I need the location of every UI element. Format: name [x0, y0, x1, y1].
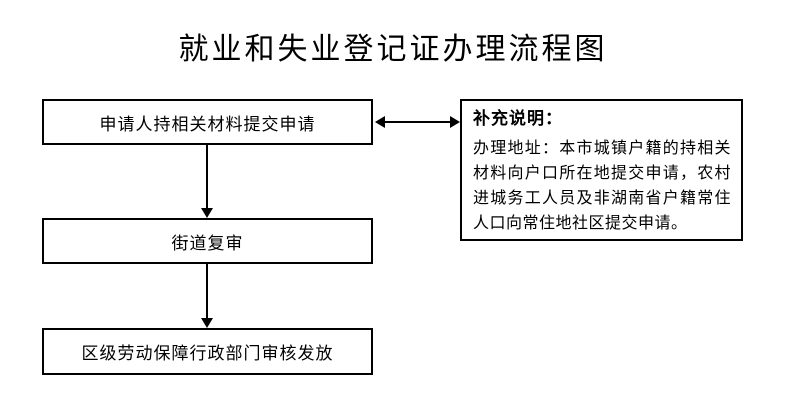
flow-step-submit-application: 申请人持相关材料提交申请	[42, 99, 373, 145]
arrow-down-1-head-icon	[201, 208, 213, 218]
arrow-down-1-shaft	[206, 145, 208, 209]
page-title: 就业和失业登记证办理流程图	[178, 33, 608, 66]
note-heading: 补充说明：	[473, 109, 563, 128]
double-arrow-shaft	[385, 121, 450, 123]
arrow-down-2-shaft	[206, 264, 208, 319]
note-box: 补充说明： 办理地址：本市城镇户籍的持相关材料向户口所在地提交申请，农村进城务工…	[460, 99, 743, 241]
note-body: 办理地址：本市城镇户籍的持相关材料向户口所在地提交申请，农村进城务工人员及非湖南…	[473, 140, 731, 232]
double-arrow-right-head-icon	[450, 116, 460, 128]
flow-step-street-review-label: 街道复审	[171, 233, 244, 253]
flow-step-submit-application-label: 申请人持相关材料提交申请	[99, 114, 316, 134]
flow-step-district-issue: 区级劳动保障行政部门审核发放	[42, 328, 373, 375]
flow-step-street-review: 街道复审	[42, 218, 373, 264]
flow-step-district-issue-label: 区级劳动保障行政部门审核发放	[81, 344, 334, 363]
double-arrow-left-head-icon	[375, 116, 385, 128]
arrow-down-2-head-icon	[201, 318, 213, 328]
